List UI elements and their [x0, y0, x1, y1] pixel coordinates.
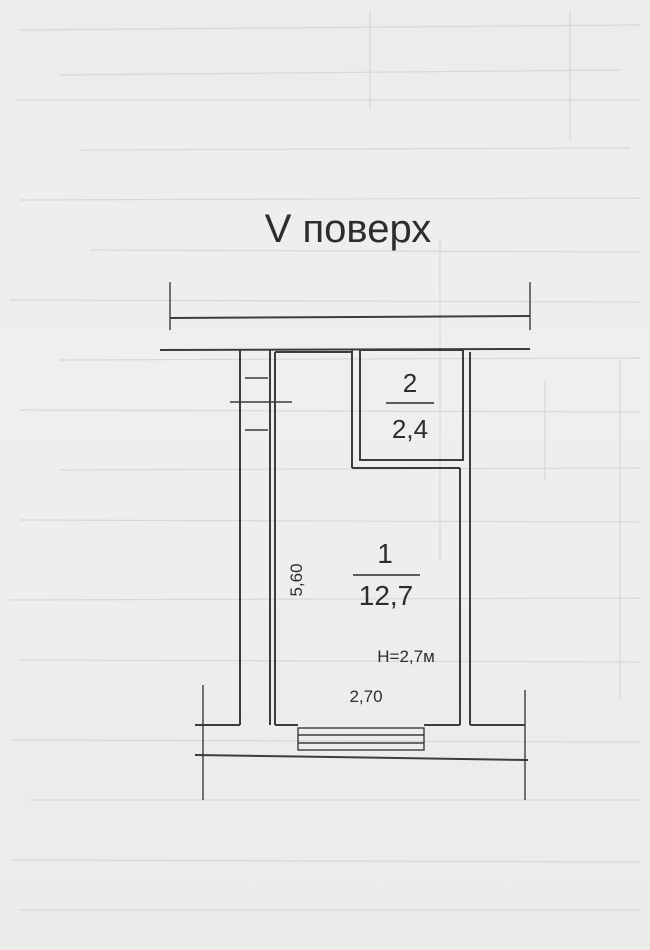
room-2-outline — [351, 349, 464, 468]
dimension-width: 2,70 — [349, 687, 382, 706]
background-bleed-through — [9, 10, 641, 911]
left-corridor — [195, 350, 292, 800]
dimension-length: 5,60 — [287, 563, 306, 596]
room-1-outline — [274, 351, 461, 726]
room-2-label: 2 2,4 — [386, 368, 434, 444]
window — [297, 727, 425, 751]
room-2-number: 2 — [403, 368, 417, 398]
room-1-number: 1 — [377, 538, 393, 569]
bottom-wall — [194, 754, 529, 761]
ceiling-height: H=2,7м — [377, 647, 435, 666]
room-2-area: 2,4 — [392, 414, 428, 444]
right-corridor — [469, 352, 526, 800]
floor-title: V поверх — [265, 207, 432, 251]
top-wall — [159, 282, 531, 351]
room-1-area: 12,7 — [359, 580, 414, 611]
room-1-label: 1 12,7 — [353, 538, 420, 611]
